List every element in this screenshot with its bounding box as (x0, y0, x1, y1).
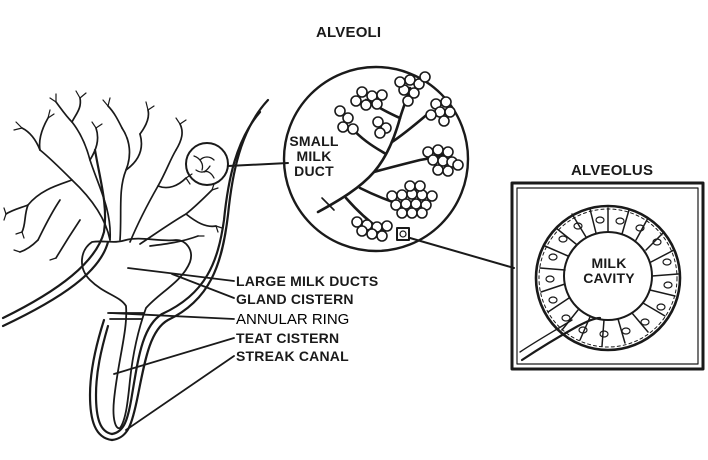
label-milk-cavity-line-1: MILK (591, 255, 627, 271)
alveolus-box (510, 181, 705, 371)
label-alveolus: ALVEOLUS (571, 162, 654, 179)
label-small-milk-duct-line-2: MILK (296, 148, 332, 164)
label-large-milk-ducts: LARGE MILK DUCTS (236, 273, 379, 289)
label-alveoli: ALVEOLI (316, 24, 382, 41)
magnify-circle-alveoli (282, 65, 470, 253)
connector-line-alveolus (409, 237, 515, 269)
label-small-milk-duct-line-3: DUCT (294, 163, 334, 179)
label-streak-canal: STREAK CANAL (236, 348, 349, 364)
udder-outline (1, 98, 270, 442)
gland-branches (5, 97, 217, 259)
alveolus-outer-wall (534, 204, 682, 352)
alveolus-outflow-duct (520, 316, 602, 362)
gland-twigs (3, 90, 223, 261)
label-milk-cavity: MILK CAVITY (578, 256, 640, 286)
magnify-circle-small (185, 142, 229, 186)
cell-nuclei (545, 216, 673, 338)
leader-lines (109, 267, 235, 431)
alveoli-bubbles (334, 71, 464, 242)
label-annular-ring: ANNULAR RING (236, 311, 350, 328)
label-small-milk-duct-line-1: SMALL (289, 133, 339, 149)
label-gland-cistern: GLAND CISTERN (236, 291, 354, 307)
alveolus-marker-square (396, 227, 410, 241)
label-teat-cistern: TEAT CISTERN (236, 330, 340, 346)
connector-line-gland (227, 162, 289, 167)
label-milk-cavity-line-2: CAVITY (583, 270, 635, 286)
label-small-milk-duct: SMALL MILK DUCT (286, 134, 342, 179)
